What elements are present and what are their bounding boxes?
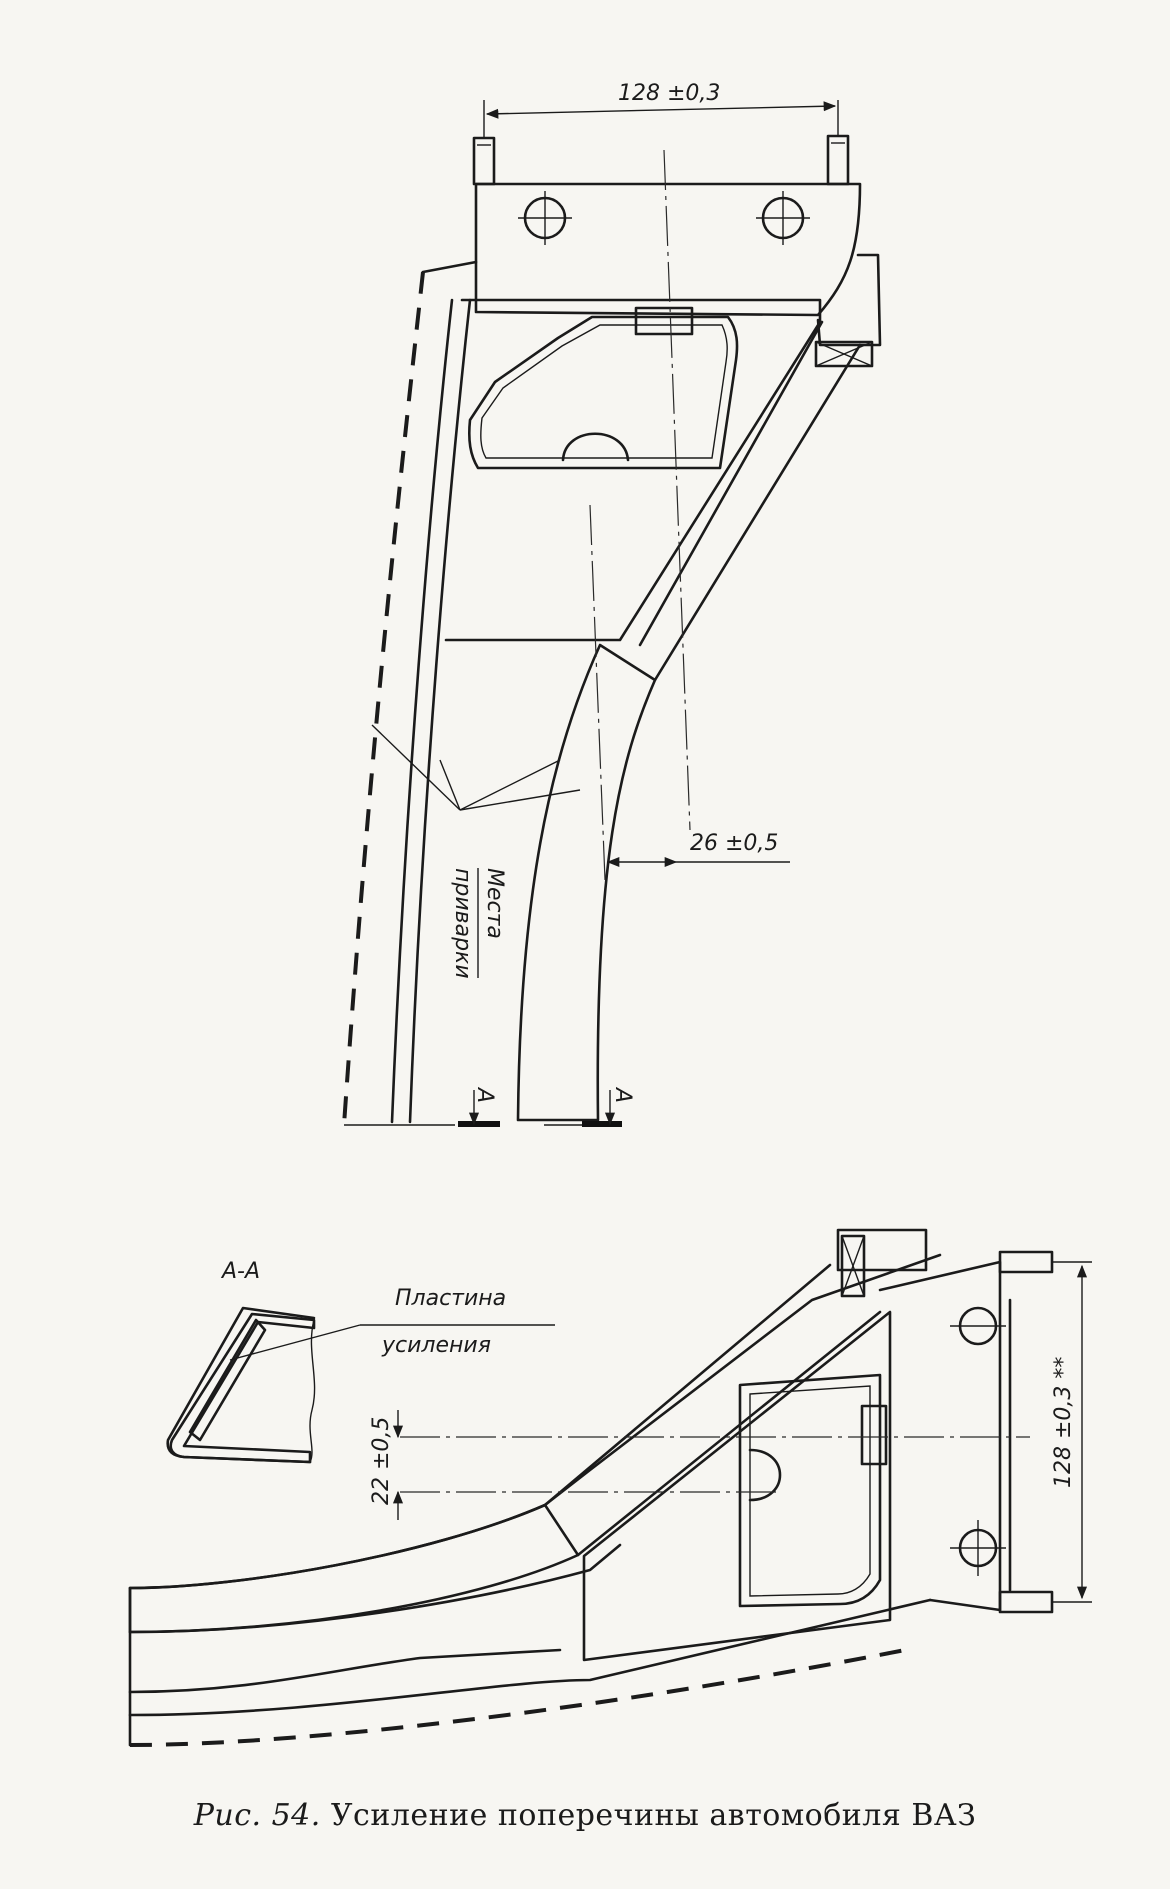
- figure-ref: Рис. 54.: [193, 1798, 321, 1833]
- center-axis-vertical: [663, 149, 691, 831]
- diagonal-strut: [638, 320, 862, 682]
- section-mark-right: A: [582, 1086, 635, 1127]
- plate-leader: [229, 1324, 361, 1361]
- section-title: А-А: [220, 1259, 260, 1284]
- reinforcement-plate: [516, 643, 657, 1122]
- bolt-right: [826, 134, 850, 186]
- cross-member-body: [342, 260, 592, 1126]
- side-bolt-top: [998, 1250, 1054, 1274]
- side-bolt-bottom: [998, 1590, 1054, 1614]
- dimension-bolt-spacing: 128 ±0,3: [483, 81, 839, 138]
- plate-label-line1: Пластина: [395, 1286, 506, 1311]
- side-clamp: [836, 1228, 928, 1272]
- plate-label-line2: усиления: [381, 1333, 491, 1358]
- figure-caption: Рис. 54. Усиление поперечины автомобиля …: [0, 1798, 1170, 1833]
- dimension-offset-label: 26 ±0,5: [690, 831, 778, 856]
- top-view: 128 ±0,3: [342, 81, 882, 1127]
- side-view: 22 ±0,5 128 ±0,3 **: [128, 1228, 1092, 1747]
- dimension-height: 22 ±0,5: [369, 1410, 404, 1520]
- weld-label-line2: приварки: [450, 868, 475, 979]
- figure-caption-text: Усиление поперечины автомобиля ВАЗ: [330, 1798, 977, 1833]
- weld-leaders: [371, 724, 581, 811]
- dimension-bolt-spacing-label: 128 ±0,3: [618, 81, 720, 106]
- mounting-bracket: [474, 182, 882, 368]
- weld-label-line1: Места: [482, 868, 507, 939]
- section-mark-left: A: [458, 1086, 500, 1127]
- inner-clip: [634, 306, 694, 336]
- weld-label: Места приварки: [450, 868, 507, 979]
- dimension-bolt-spacing-vertical-label: 128 ±0,3 **: [1051, 1357, 1076, 1488]
- dimension-bolt-spacing-vertical: 128 ±0,3 **: [1051, 1261, 1092, 1603]
- dimension-height-label: 22 ±0,5: [369, 1417, 394, 1505]
- center-axis-slanted: [589, 504, 606, 881]
- dimension-offset: 26 ±0,5: [606, 831, 790, 868]
- side-clip: [860, 1404, 888, 1466]
- inner-window: [444, 298, 822, 642]
- section-mark-right-label: A: [610, 1086, 635, 1103]
- section-a-a: А-А Пластина усиления: [166, 1259, 555, 1464]
- section-mark-left-label: A: [472, 1086, 497, 1103]
- bolt-left: [472, 136, 496, 186]
